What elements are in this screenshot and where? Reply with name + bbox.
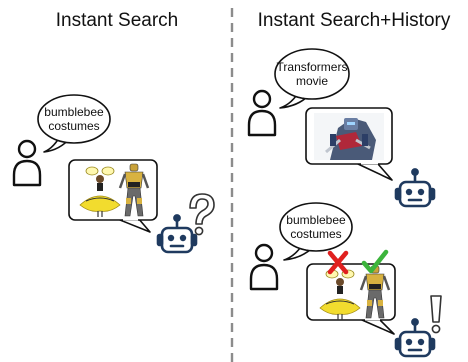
- history-line-2: movie: [296, 74, 328, 88]
- left-query-bubble: bumblebee costumes: [37, 94, 111, 153]
- exclamation-mark-icon: [430, 295, 442, 334]
- right-query-bubble: bumblebee costumes: [279, 202, 353, 261]
- right-agent-robot-icon-bottom: [394, 318, 436, 358]
- right-user-icon-history: [247, 89, 277, 137]
- right-user-icon-query: [249, 243, 279, 291]
- transformers-movie-image: [314, 113, 384, 160]
- question-mark-icon: [189, 193, 215, 236]
- green-check-icon: [361, 249, 389, 274]
- history-line-1: Transformers: [277, 60, 348, 74]
- left-query-line-1: bumblebee: [44, 105, 104, 119]
- left-query-line-2: costumes: [48, 119, 99, 133]
- left-user-icon: [12, 139, 42, 187]
- right-agent-robot-icon-top: [394, 168, 436, 208]
- right-history-bubble: Transformers movie: [274, 48, 350, 109]
- right-query-line-1: bumblebee: [286, 213, 346, 227]
- left-result-card: [68, 159, 158, 233]
- right-query-line-2: costumes: [290, 227, 341, 241]
- right-panel-title: Instant Search+History: [258, 10, 451, 31]
- right-result-card: [306, 263, 396, 335]
- red-x-icon: [327, 250, 349, 275]
- movie-result-card: [305, 107, 393, 181]
- left-agent-robot-icon: [156, 214, 198, 254]
- left-panel-title: Instant Search: [56, 10, 179, 31]
